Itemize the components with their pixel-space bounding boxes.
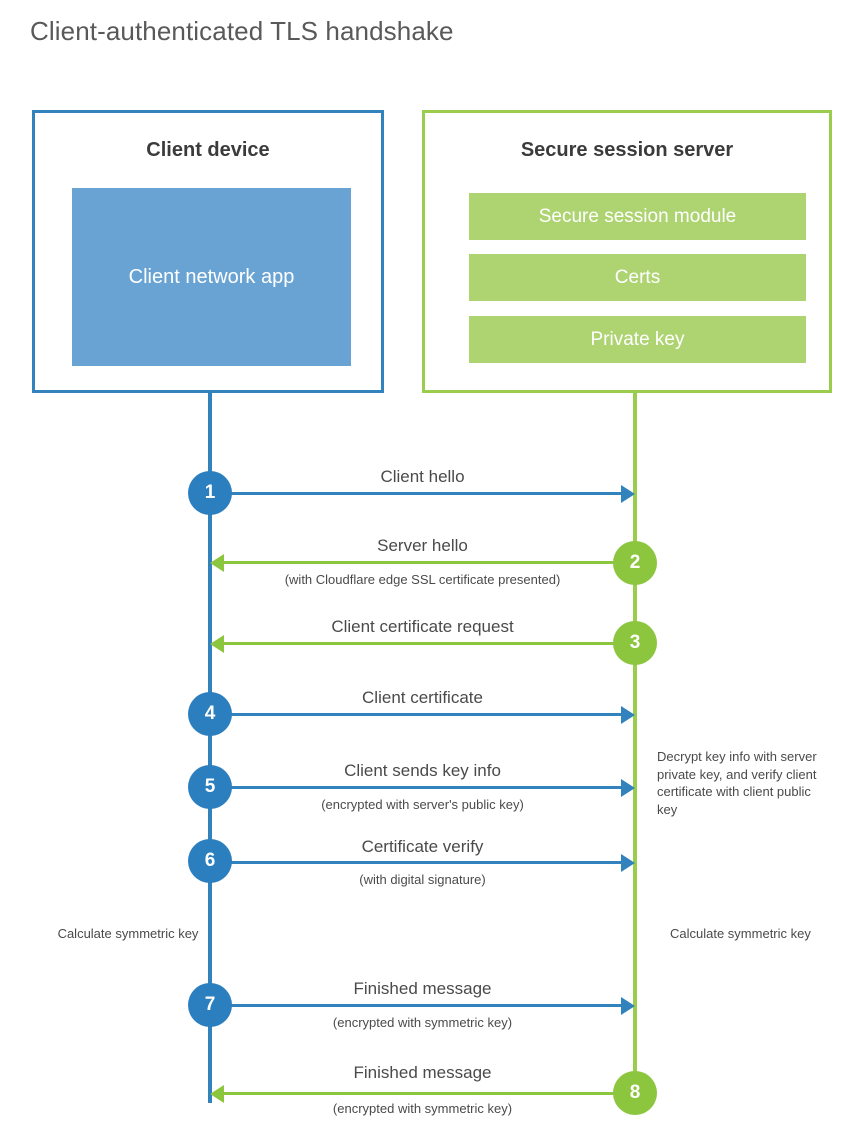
client-device-title: Client device [146,139,270,161]
step-2-label: Server hello [377,536,468,555]
step-5-label: Client sends key info [344,761,501,780]
step-5-sublabel: (encrypted with server's public key) [321,797,524,812]
step-7-arrow-head-icon [621,997,635,1015]
step-5-arrow-line [210,786,621,789]
step-1-arrow-line [210,492,621,495]
step-8-label: Finished message [353,1063,492,1082]
server-module-secure-session-module: Secure session module [469,193,806,240]
server-calculate-symmetric-key-note: Calculate symmetric key [670,926,811,941]
step-5-badge[interactable]: 5 [188,765,232,809]
step-5-arrow-head-icon [621,779,635,797]
page-title: Client-authenticated TLS handshake [30,16,454,46]
step-6-arrow-line [210,861,621,864]
step-2-sublabel: (with Cloudflare edge SSL certificate pr… [284,572,561,587]
step-4-label: Client certificate [362,688,483,707]
step-4-arrow-head-icon [621,706,635,724]
step-1-arrow-head-icon [621,485,635,503]
step-6-badge[interactable]: 6 [188,839,232,883]
server-module-private-key: Private key [469,316,806,363]
step-8-arrow-line [224,1092,635,1095]
step-8-badge[interactable]: 8 [613,1071,657,1115]
secure-session-server-box: Secure session server Secure session mod… [422,110,832,393]
step-1-badge[interactable]: 1 [188,471,232,515]
step-6-label: Certificate verify [361,837,484,856]
step-8-sublabel: (encrypted with symmetric key) [332,1101,513,1116]
step-4-badge[interactable]: 4 [188,692,232,736]
client-device-box: Client device Client network app [32,110,384,393]
step-1-label: Client hello [380,467,465,486]
server-lifeline [633,393,637,1093]
server-module-certs: Certs [469,254,806,301]
server-decrypt-note: Decrypt key info with server private key… [657,749,817,817]
step-8-arrow-head-icon [210,1085,224,1103]
step-3-arrow-line [224,642,635,645]
client-lifeline [208,393,212,1103]
step-2-arrow-head-icon [210,554,224,572]
step-7-badge[interactable]: 7 [188,983,232,1027]
step-3-badge[interactable]: 3 [613,621,657,665]
step-4-arrow-line [210,713,621,716]
client-calculate-symmetric-key-note: Calculate symmetric key [57,926,199,941]
step-6-arrow-head-icon [621,854,635,872]
step-2-badge[interactable]: 2 [613,541,657,585]
client-network-app-block: Client network app [72,188,351,366]
step-2-arrow-line [224,561,635,564]
step-6-sublabel: (with digital signature) [359,872,486,887]
step-3-arrow-head-icon [210,635,224,653]
step-3-label: Client certificate request [331,617,514,636]
step-7-label: Finished message [353,979,492,998]
step-7-arrow-line [210,1004,621,1007]
step-7-sublabel: (encrypted with symmetric key) [332,1015,513,1030]
secure-session-server-title: Secure session server [520,139,734,161]
